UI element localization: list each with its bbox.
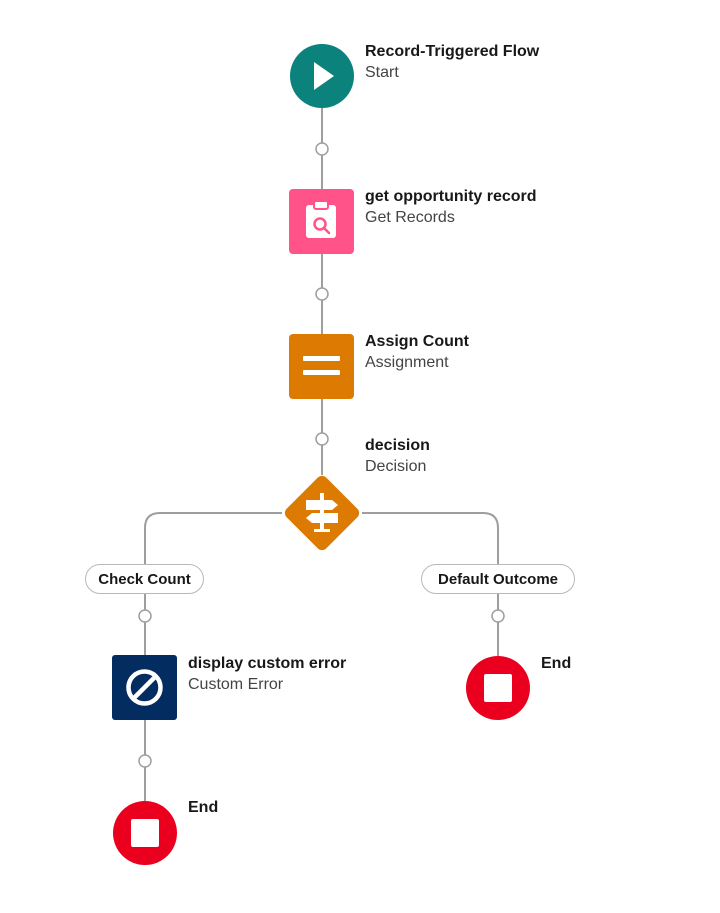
play-icon [314, 62, 334, 90]
assignment-node-type: Assignment [365, 354, 449, 371]
decision-node[interactable] [282, 473, 361, 552]
end-node-left-label: End [188, 797, 218, 818]
get-records-node-title: get opportunity record [365, 188, 537, 205]
get-records-node-type: Get Records [365, 209, 455, 226]
start-node[interactable] [290, 44, 354, 108]
custom-error-node-type: Custom Error [188, 676, 284, 693]
add-element-button[interactable] [315, 432, 329, 446]
branch-connector-right [362, 512, 499, 564]
end-node-right-label: End [541, 653, 571, 674]
add-element-button[interactable] [138, 609, 152, 623]
custom-error-node-label: display custom error Custom Error [188, 653, 346, 695]
signpost-icon [306, 493, 338, 532]
assignment-node-title: Assign Count [365, 333, 469, 350]
stop-icon [484, 674, 512, 702]
prohibited-icon [126, 669, 163, 706]
stop-icon [131, 819, 159, 847]
add-element-button[interactable] [315, 142, 329, 156]
end-node-right-title: End [541, 655, 572, 672]
assignment-node-shape[interactable] [289, 334, 354, 399]
decision-node-label: decision Decision [365, 435, 430, 477]
add-element-button[interactable] [315, 287, 329, 301]
outcome-default[interactable]: Default Outcome [421, 564, 575, 594]
decision-node-title: decision [365, 437, 430, 454]
branch-connector-left [144, 512, 282, 564]
end-node-right[interactable] [466, 656, 530, 720]
end-node-left-title: End [188, 799, 219, 816]
add-element-button[interactable] [491, 609, 505, 623]
start-node-type: Start [365, 64, 399, 81]
custom-error-node-title: display custom error [188, 655, 347, 672]
equals-icon [303, 356, 340, 375]
decision-node-type: Decision [365, 458, 427, 475]
start-node-label: Record-Triggered Flow Start [365, 41, 539, 83]
add-element-button[interactable] [138, 754, 152, 768]
assignment-node[interactable] [289, 334, 354, 399]
get-records-node-label: get opportunity record Get Records [365, 186, 537, 228]
outcome-check-count[interactable]: Check Count [85, 564, 204, 594]
custom-error-node[interactable] [112, 655, 177, 720]
end-node-left[interactable] [113, 801, 177, 865]
clipboard-search-icon [306, 200, 336, 238]
add-element-points [138, 142, 505, 768]
assignment-node-label: Assign Count Assignment [365, 331, 469, 373]
start-node-title: Record-Triggered Flow [365, 43, 540, 60]
get-records-node[interactable] [289, 189, 354, 254]
